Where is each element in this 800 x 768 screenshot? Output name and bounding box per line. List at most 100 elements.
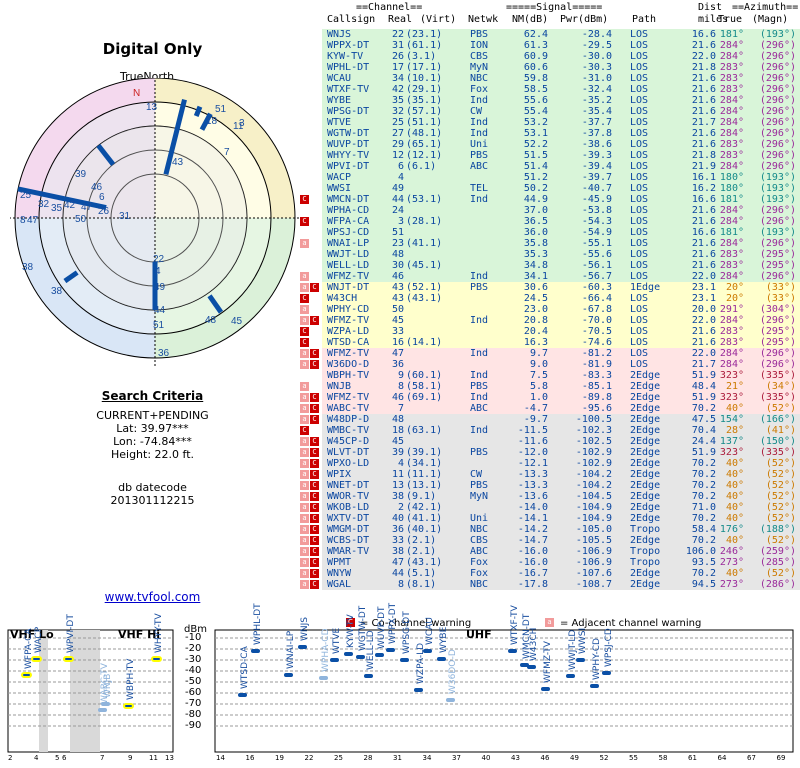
table-cell-magn: (193°) bbox=[759, 183, 796, 194]
adjacent-warning-icon: a bbox=[300, 382, 309, 391]
table-cell-true: 284° bbox=[719, 359, 744, 370]
radar-bars bbox=[17, 99, 224, 314]
co-channel-warning-icon: C bbox=[300, 217, 309, 226]
table-cell-netwk: Ind bbox=[470, 271, 489, 282]
table-cell-real: 32 bbox=[391, 106, 404, 117]
radar-station-label: 45 bbox=[231, 316, 243, 327]
table-cell-netwk: PBS bbox=[470, 29, 489, 40]
table-cell-callsign: WNJT-DT bbox=[327, 282, 370, 293]
station-label: WFPA-CA bbox=[24, 628, 34, 669]
table-cell-pwr: -31.0 bbox=[581, 73, 612, 84]
table-cell-path: 2Edge bbox=[630, 480, 661, 491]
radar-bar bbox=[207, 294, 224, 314]
station-label: WPPX-DT bbox=[388, 602, 398, 644]
table-cell-callsign: W45CP-D bbox=[327, 436, 370, 447]
uhf-label: UHF bbox=[466, 628, 492, 641]
table-cell-callsign: WPSJ-CD bbox=[327, 227, 370, 238]
tvfool-link[interactable]: www.tvfool.com bbox=[104, 590, 201, 604]
co-channel-warning-icon: C bbox=[310, 316, 319, 325]
station-label: W36DO-D bbox=[448, 649, 458, 694]
table-cell-virt: (14.1) bbox=[406, 337, 443, 348]
channel-tick: 31 bbox=[393, 754, 402, 762]
channel-tick: 67 bbox=[747, 754, 756, 762]
table-cell-pwr: -81.9 bbox=[581, 359, 612, 370]
table-cell-magn: (52°) bbox=[765, 403, 796, 414]
header-azimuth: ==Azimuth== bbox=[732, 2, 799, 13]
table-cell-netwk: PBS bbox=[470, 282, 489, 293]
radar-station-label: 6 bbox=[99, 192, 105, 203]
table-cell-miles: 21.8 bbox=[691, 62, 716, 73]
adjacent-warning-icon: a bbox=[300, 283, 309, 292]
table-cell-miles: 70.2 bbox=[691, 513, 716, 524]
table-cell-path: LOS bbox=[630, 73, 649, 84]
table-cell-pwr: -107.6 bbox=[575, 568, 612, 579]
table-cell-true: 40° bbox=[725, 403, 744, 414]
radar-station-label: 35 bbox=[51, 203, 63, 214]
table-cell-nm: 62.4 bbox=[523, 29, 548, 40]
table-cell-pwr: -55.6 bbox=[581, 249, 612, 260]
table-cell-nm: -17.8 bbox=[517, 579, 548, 590]
vhf-lo-label: VHF Lo bbox=[10, 628, 54, 641]
table-cell-miles: 21.6 bbox=[691, 106, 716, 117]
table-cell-netwk: Uni bbox=[470, 139, 489, 150]
table-cell-miles: 58.4 bbox=[691, 524, 716, 535]
table-cell-magn: (41°) bbox=[765, 425, 796, 436]
table-cell-path: 2Edge bbox=[630, 513, 661, 524]
table-cell-pwr: -70.0 bbox=[581, 315, 612, 326]
table-cell-real: 43 bbox=[391, 282, 404, 293]
col-miles: miles bbox=[698, 14, 729, 25]
